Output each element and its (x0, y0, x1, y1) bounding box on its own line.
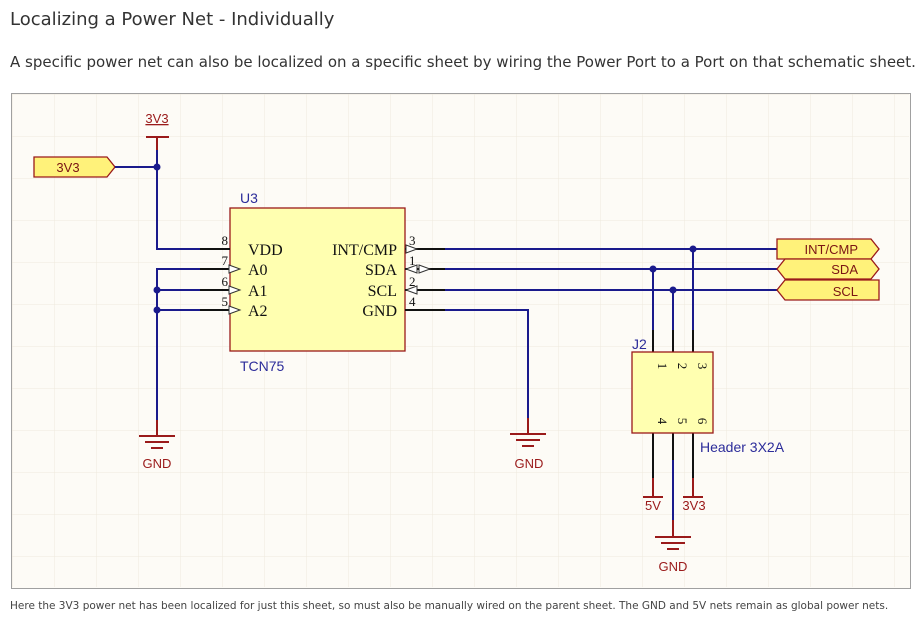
component-j2: J2 Header 3X2A 1 2 3 4 5 6 (631, 330, 785, 537)
wires-left (115, 150, 200, 436)
svg-text:A1: A1 (248, 283, 268, 300)
svg-text:4: 4 (655, 418, 670, 425)
junction (153, 163, 161, 171)
svg-text:5: 5 (675, 418, 690, 425)
port-scl: SCL (776, 279, 880, 301)
power-port-gnd-mid: GND (510, 433, 546, 471)
svg-text:A0: A0 (248, 262, 268, 279)
svg-text:J2: J2 (632, 336, 647, 352)
svg-text:TCN75: TCN75 (240, 358, 285, 374)
svg-text:SDA: SDA (831, 262, 858, 277)
junction (689, 245, 697, 253)
svg-text:Header 3X2A: Header 3X2A (700, 439, 785, 455)
svg-text:5: 5 (222, 294, 229, 309)
power-port-gnd-j2: GND (655, 536, 691, 574)
svg-text:SCL: SCL (368, 283, 397, 300)
power-port-5v: 5V (643, 496, 663, 513)
svg-text:GND: GND (659, 559, 688, 574)
port-sda: SDA (776, 258, 880, 280)
svg-text:INT/CMP: INT/CMP (332, 242, 397, 259)
junction (669, 286, 677, 294)
svg-text:GND: GND (362, 303, 397, 320)
svg-text:7: 7 (222, 253, 229, 268)
svg-text:3V3: 3V3 (56, 160, 79, 175)
svg-text:2: 2 (409, 274, 416, 289)
svg-text:8: 8 (222, 233, 229, 248)
svg-text:3: 3 (409, 233, 416, 248)
component-u3: U3 TCN75 8 7 6 5 VDD A0 A1 A2 3 1 2 4 IN… (200, 190, 445, 374)
svg-text:SCL: SCL (833, 284, 858, 299)
svg-text:U3: U3 (240, 190, 258, 206)
svg-text:INT/CMP: INT/CMP (805, 242, 858, 257)
port-3v3: 3V3 (33, 156, 116, 178)
svg-text:5V: 5V (645, 498, 661, 513)
svg-text:4: 4 (409, 294, 416, 309)
svg-text:GND: GND (143, 456, 172, 471)
wires-right (445, 245, 777, 434)
svg-text:6: 6 (695, 418, 710, 425)
svg-text:2: 2 (675, 363, 690, 370)
svg-text:3V3: 3V3 (145, 111, 168, 126)
junction (153, 286, 161, 294)
grid (12, 94, 909, 587)
svg-text:6: 6 (222, 274, 229, 289)
svg-text:3: 3 (695, 363, 710, 370)
svg-text:A2: A2 (248, 303, 268, 320)
power-port-gnd-left: GND (139, 435, 175, 471)
port-int-cmp: INT/CMP (776, 238, 880, 260)
junction (153, 306, 161, 314)
power-port-3v3-top: 3V3 (145, 111, 169, 150)
svg-text:SDA: SDA (365, 262, 397, 279)
svg-text:VDD: VDD (248, 242, 283, 259)
svg-text:1: 1 (655, 363, 670, 370)
svg-text:1: 1 (409, 253, 416, 268)
svg-text:GND: GND (515, 456, 544, 471)
intro-paragraph: A specific power net can also be localiz… (10, 53, 916, 71)
figure-caption: Here the 3V3 power net has been localize… (10, 600, 889, 612)
junction (649, 265, 657, 273)
svg-text:3V3: 3V3 (682, 498, 705, 513)
power-port-3v3-j2: 3V3 (682, 496, 706, 513)
section-title: Localizing a Power Net - Individually (10, 9, 335, 30)
